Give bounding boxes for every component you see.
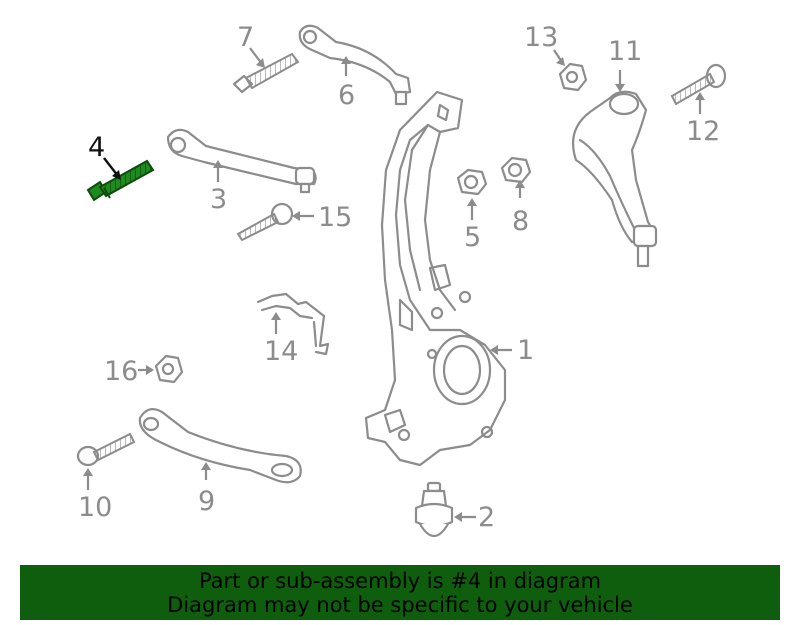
- callout-1: 1: [517, 335, 534, 366]
- callout-3: 3: [210, 184, 227, 215]
- bolt-part-7[interactable]: [232, 52, 300, 94]
- callout-2: 2: [478, 502, 495, 533]
- lower-arm-part-11[interactable]: [572, 90, 658, 268]
- banner-line-1: Part or sub-assembly is #4 in diagram: [198, 569, 602, 593]
- bolt-part-highlighted[interactable]: [86, 159, 155, 202]
- nut-part-16[interactable]: [154, 354, 184, 384]
- callout-12: 12: [686, 116, 720, 147]
- upper-link-arm-part[interactable]: [298, 24, 412, 106]
- bolt-part-12[interactable]: [670, 63, 727, 106]
- parts-diagram: 1 2 3 4 5 6 7 8 9 10 11 12 13 14 15 16: [76, 22, 727, 538]
- callout-7: 7: [237, 22, 254, 53]
- ball-joint-part[interactable]: [414, 481, 454, 538]
- callout-16: 16: [104, 356, 138, 387]
- notice-banner: Part or sub-assembly is #4 in diagram Di…: [20, 565, 780, 620]
- bolt-part-10[interactable]: [76, 432, 136, 467]
- lower-control-arm-part[interactable]: [138, 407, 302, 484]
- bolt-part-15[interactable]: [236, 202, 294, 242]
- callout-labels: 1 2 3 4 5 6 7 8 9 10 11 12 13 14 15 16: [78, 22, 720, 533]
- callout-5: 5: [464, 222, 481, 253]
- callout-9: 9: [198, 486, 215, 517]
- callout-11: 11: [608, 36, 642, 67]
- leader-lines: [83, 47, 705, 522]
- callout-15: 15: [318, 202, 352, 233]
- banner-line-2: Diagram may not be specific to your vehi…: [167, 593, 633, 617]
- callout-10: 10: [78, 492, 112, 523]
- callout-6: 6: [338, 80, 355, 111]
- upper-control-arm-part[interactable]: [166, 128, 317, 194]
- steering-knuckle-part[interactable]: [364, 90, 507, 467]
- nut-part-5[interactable]: [456, 168, 488, 196]
- nut-part-13[interactable]: [558, 62, 588, 92]
- callout-13: 13: [524, 22, 558, 53]
- callout-14: 14: [264, 336, 298, 367]
- nut-part-8[interactable]: [500, 156, 532, 184]
- sensor-bracket-part[interactable]: [256, 292, 330, 356]
- callout-4: 4: [88, 132, 105, 163]
- callout-8: 8: [512, 206, 529, 237]
